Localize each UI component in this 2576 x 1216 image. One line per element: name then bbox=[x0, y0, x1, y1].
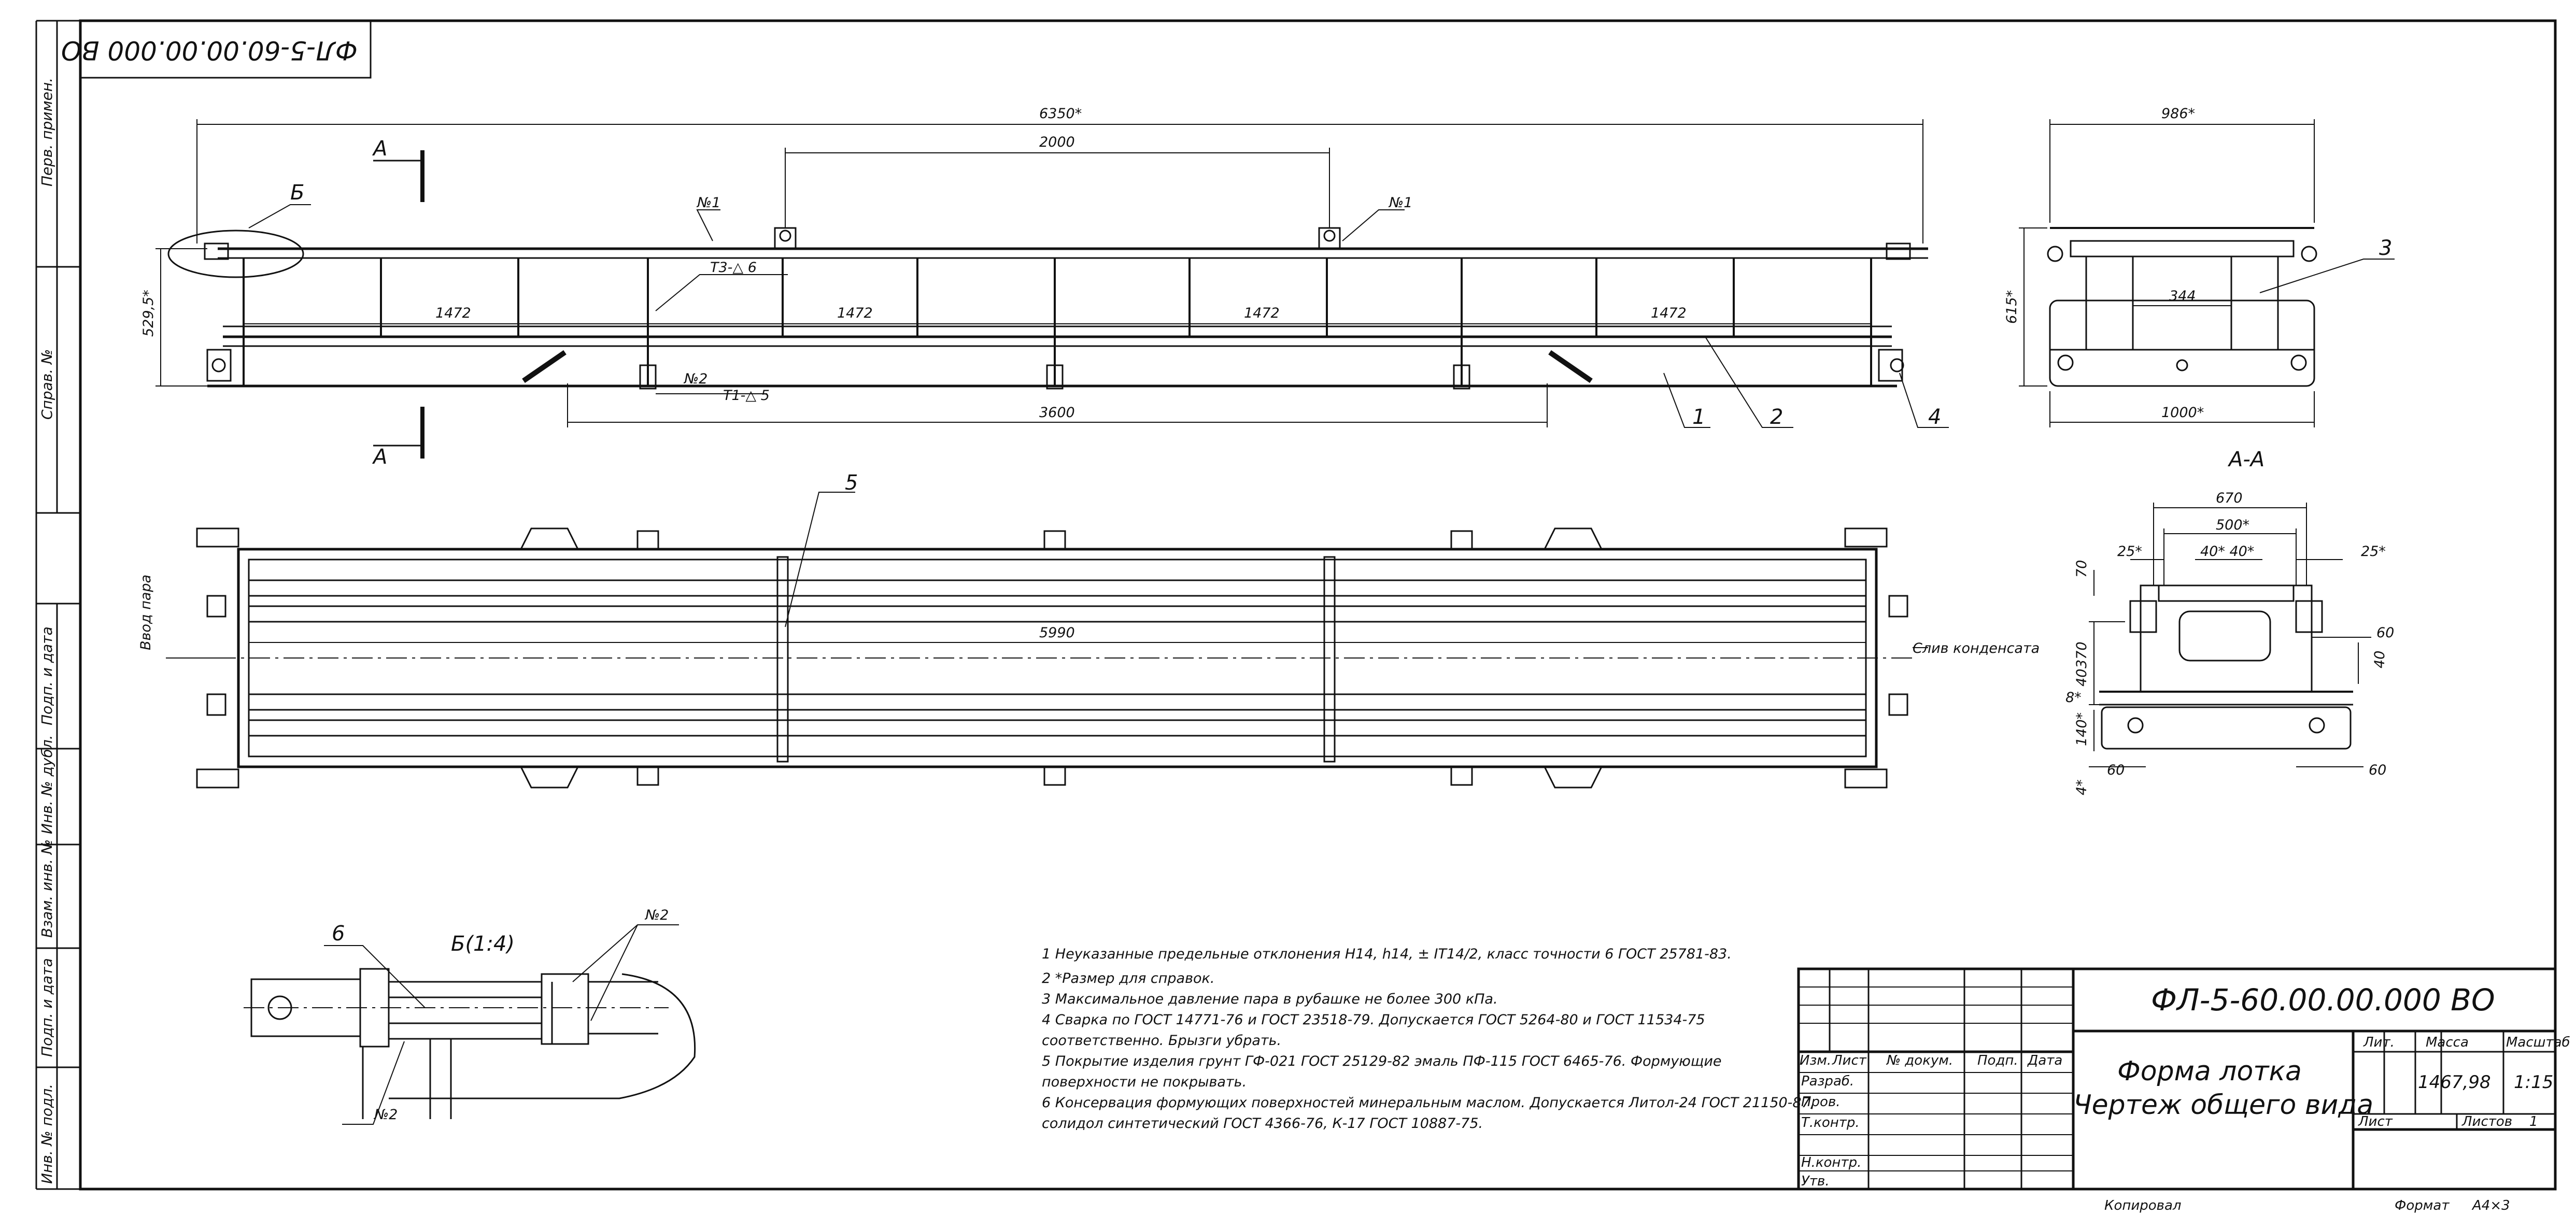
section-a-top: А bbox=[372, 137, 387, 161]
callout-b-label: Б bbox=[290, 181, 304, 205]
tb-header-podp: Подп. bbox=[1977, 1053, 2018, 1068]
dim-aa-70: 70 bbox=[2074, 560, 2090, 578]
title-block bbox=[1797, 967, 2557, 1191]
tb-mass-value: 1467,98 bbox=[2418, 1072, 2491, 1093]
section-aa-view bbox=[2089, 503, 2371, 767]
dim-aa-40-right: 40 bbox=[2372, 651, 2388, 668]
note-line-4: 4 Сварка по ГОСТ 14771-76 и ГОСТ 23518-7… bbox=[1042, 1012, 1705, 1028]
dim-side-inner: 344 bbox=[2169, 288, 2196, 304]
dim-span-3: 1472 bbox=[1244, 305, 1280, 321]
plan-condensate-outlet: Слив конденсата bbox=[1913, 640, 2040, 656]
tb-sheet-label: Лист bbox=[2358, 1114, 2393, 1129]
position-2: 2 bbox=[1770, 405, 1783, 429]
tb-header-doc: № докум. bbox=[1886, 1053, 1953, 1068]
note-line-7: поверхности не покрывать. bbox=[1042, 1074, 1247, 1090]
dim-aa-60-b: 60 bbox=[2107, 762, 2125, 778]
note-line-5: соответственно. Брызги убрать. bbox=[1042, 1033, 1281, 1049]
dim-aa-60-a: 60 bbox=[2376, 625, 2394, 641]
tb-role-prov: Пров. bbox=[1801, 1094, 1841, 1110]
dim-front-height: 529,5* bbox=[140, 290, 157, 337]
top-left-stamp bbox=[79, 20, 372, 79]
side-label-vzam-inv: Взам. инв. № bbox=[38, 839, 55, 938]
tb-role-utv: Утв. bbox=[1801, 1174, 1830, 1189]
tb-format-label: Формат bbox=[2395, 1198, 2450, 1213]
position-5: 5 bbox=[845, 471, 858, 495]
technical-notes: 1 Неуказанные предельные отклонения Н14,… bbox=[1042, 946, 1815, 1132]
dim-aa-60-c: 60 bbox=[2369, 762, 2386, 778]
dim-brace-spacing: 3600 bbox=[1039, 405, 1075, 421]
side-label-inv-podl: Инв. № подл. bbox=[38, 1084, 55, 1184]
dim-sling-spacing: 2000 bbox=[1039, 134, 1075, 150]
tb-lit-label: Лит. bbox=[2363, 1035, 2395, 1050]
dim-side-top: 986* bbox=[2161, 106, 2195, 122]
weld-mark-t1: Т1-△ 5 bbox=[723, 388, 770, 404]
dim-aa-370: 370 bbox=[2074, 641, 2090, 668]
dim-aa-4: 4* bbox=[2074, 779, 2090, 795]
side-view bbox=[2019, 119, 2395, 427]
dim-side-height: 615* bbox=[2004, 290, 2020, 324]
tb-role-tkontr: Т.контр. bbox=[1801, 1115, 1860, 1131]
section-a-bottom: А bbox=[372, 445, 387, 469]
note-line-8: 6 Консервация формующих поверхностей мин… bbox=[1042, 1095, 1815, 1111]
tb-sheets-label: Листов bbox=[2461, 1114, 2512, 1129]
tb-format-value: A4×3 bbox=[2471, 1198, 2510, 1213]
tb-copied: Копировал bbox=[2104, 1198, 2182, 1213]
note-line-6: 5 Покрытие изделия грунт ГФ-021 ГОСТ 251… bbox=[1042, 1053, 1722, 1069]
side-label-podp-2: Подп. и дата bbox=[38, 958, 55, 1057]
dim-overall-length: 6350* bbox=[1039, 106, 1082, 122]
detail-b-no2-bottom: №2 bbox=[373, 1107, 398, 1123]
dim-aa-25-left: 25* bbox=[2117, 543, 2142, 560]
dim-aa-25-right: 25* bbox=[2361, 543, 2386, 560]
side-label-perv-primen: Перв. примен. bbox=[38, 78, 55, 187]
drawing-frame bbox=[79, 19, 2557, 1191]
dim-aa-140: 140* bbox=[2074, 712, 2090, 746]
weld-mark-t3: Т3-△ 6 bbox=[710, 260, 757, 276]
top-left-stamp-text: ФЛ-5-60.00.00.000 ВО bbox=[61, 35, 358, 65]
dim-span-1: 1472 bbox=[435, 305, 471, 321]
note-line-9: солидол синтетический ГОСТ 4366-76, К-17… bbox=[1042, 1115, 1483, 1132]
detail-b-no2-top: №2 bbox=[644, 907, 669, 923]
position-3: 3 bbox=[2379, 236, 2392, 260]
tb-role-razrab: Разраб. bbox=[1801, 1074, 1854, 1089]
side-label-sprav: Справ. № bbox=[38, 349, 55, 420]
note-line-3: 3 Максимальное давление пара в рубашке н… bbox=[1042, 991, 1498, 1007]
detail-b-position-6: 6 bbox=[332, 922, 345, 946]
position-4: 4 bbox=[1928, 405, 1941, 429]
dim-aa-500: 500* bbox=[2216, 517, 2249, 533]
side-label-podp-1: Подп. и дата bbox=[38, 626, 55, 725]
detail-b-view bbox=[244, 924, 696, 1125]
dim-span-4: 1472 bbox=[1651, 305, 1687, 321]
tb-sheets-value: 1 bbox=[2529, 1114, 2538, 1129]
tb-mass-label: Масса bbox=[2426, 1035, 2469, 1050]
dim-aa-8: 8* bbox=[2065, 690, 2082, 706]
tb-scale-label: Масштаб bbox=[2506, 1035, 2570, 1050]
side-label-inv-dubl: Инв. № дубл. bbox=[38, 735, 55, 834]
dim-side-bottom: 1000* bbox=[2161, 405, 2204, 421]
detail-b-title: Б(1:4) bbox=[451, 932, 515, 956]
note-line-1: 1 Неуказанные предельные отклонения Н14,… bbox=[1042, 946, 1732, 962]
tb-name-line2: Чертеж общего вида bbox=[2073, 1090, 2373, 1121]
tb-role-nkontr: Н.контр. bbox=[1801, 1155, 1861, 1170]
tb-header-data: Дата bbox=[2027, 1053, 2062, 1068]
tb-scale-value: 1:15 bbox=[2514, 1072, 2553, 1093]
dim-span-2: 1472 bbox=[837, 305, 873, 321]
front-view bbox=[155, 119, 1949, 459]
sling-label-right: №1 bbox=[1388, 195, 1412, 211]
tb-designation: ФЛ-5-60.00.00.000 ВО bbox=[2151, 982, 2495, 1018]
sling-label-left: №1 bbox=[696, 195, 720, 211]
dim-aa-40-left: 40 bbox=[2074, 669, 2090, 686]
dim-aa-40-40: 40* 40* bbox=[2200, 543, 2254, 560]
position-1: 1 bbox=[1692, 405, 1705, 429]
section-aa-title: А-А bbox=[2227, 448, 2264, 471]
dim-aa-670: 670 bbox=[2216, 490, 2243, 506]
plan-view bbox=[166, 492, 1928, 789]
tb-name-line1: Форма лотка bbox=[2117, 1056, 2302, 1087]
note-line-2: 2 *Размер для справок. bbox=[1042, 970, 1214, 986]
plan-steam-inlet: Ввод пара bbox=[138, 575, 154, 650]
dim-plan-5990: 5990 bbox=[1039, 625, 1075, 641]
tb-header-izm: Изм. bbox=[1800, 1053, 1831, 1068]
weld-mark-no2: №2 bbox=[683, 371, 707, 387]
tb-header-list: Лист bbox=[1832, 1053, 1867, 1068]
